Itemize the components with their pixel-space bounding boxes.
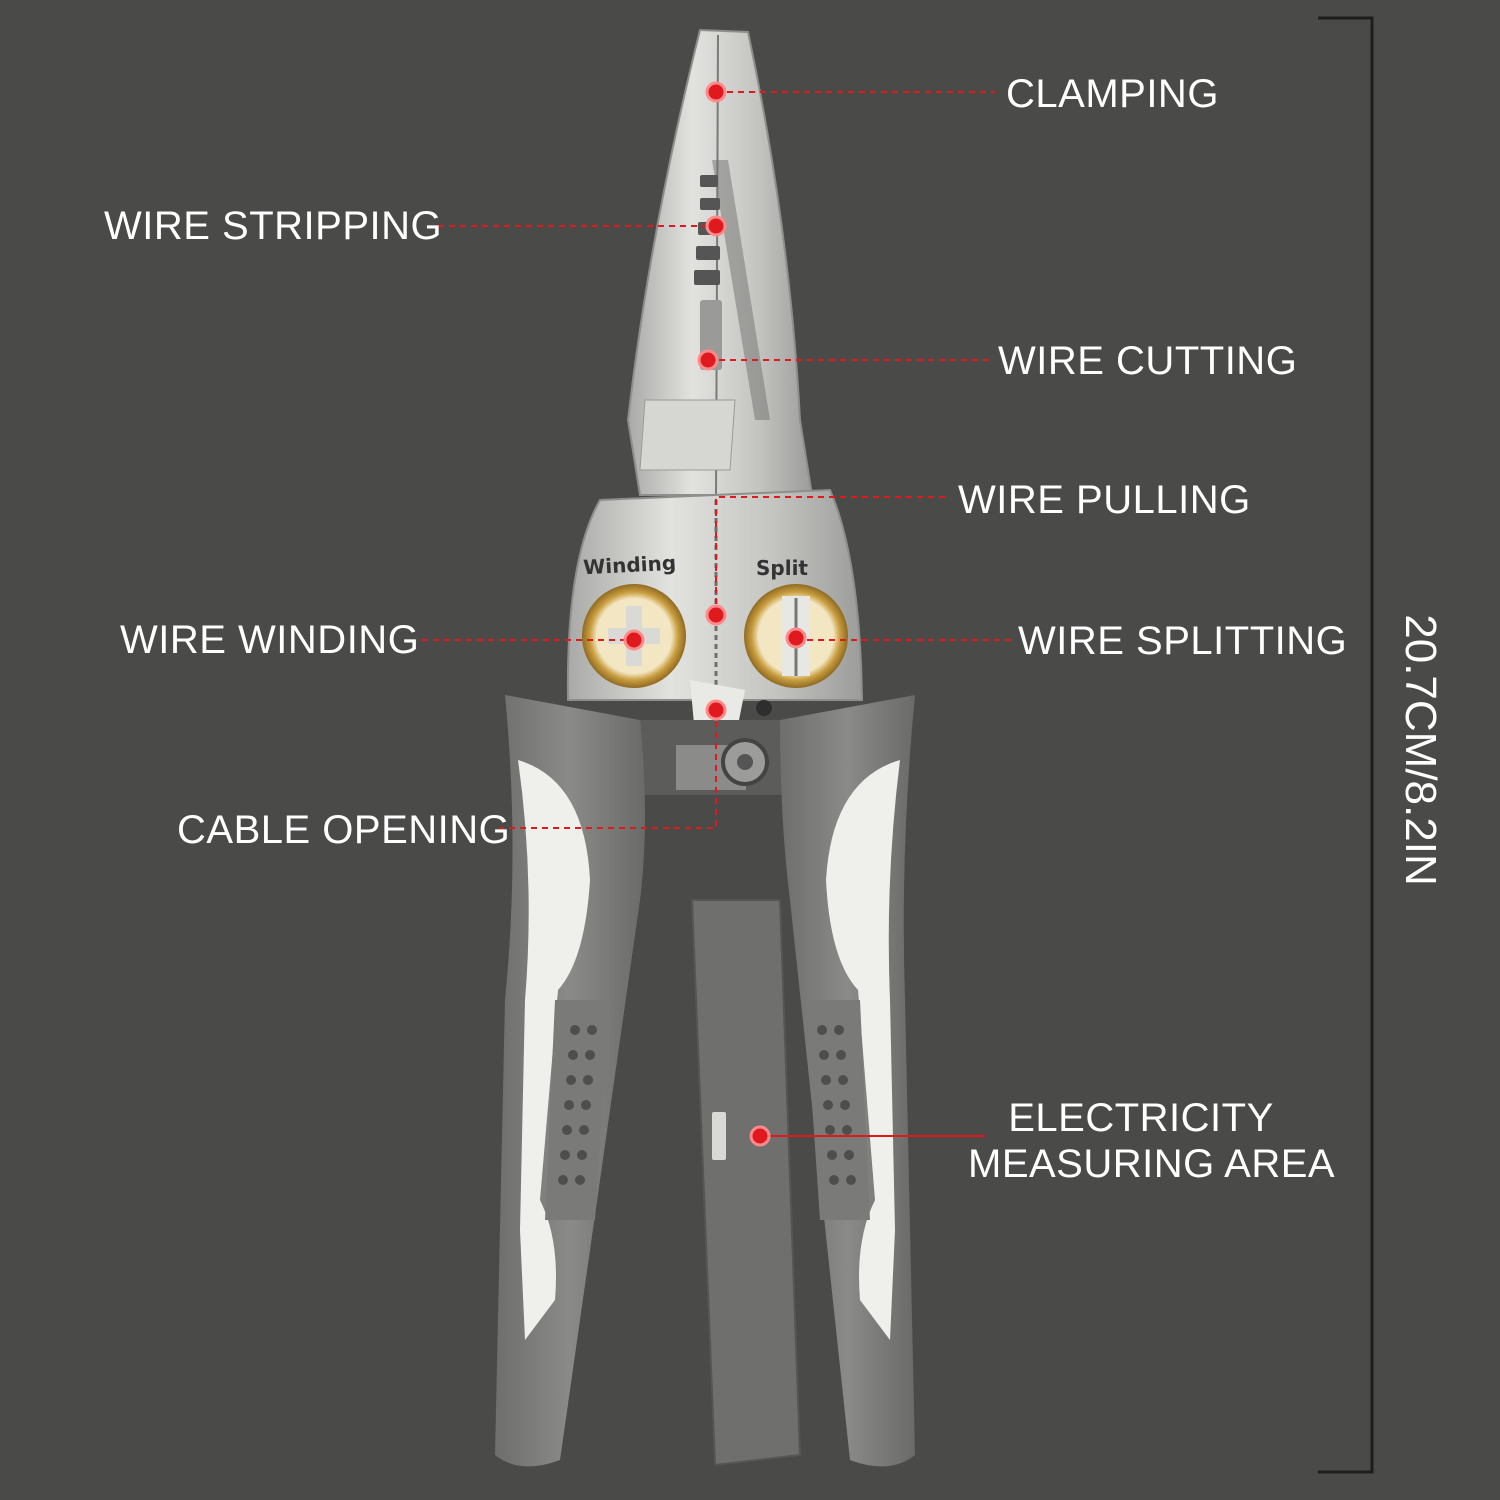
marker-cable-opening xyxy=(705,699,727,721)
grip-texture xyxy=(558,1025,856,1185)
engraving-winding: Winding xyxy=(583,551,677,580)
dimension-length: 20.7CM/8.2IN xyxy=(1396,614,1445,886)
marker-winding xyxy=(623,629,645,651)
engraving-split: Split xyxy=(756,556,808,580)
label-clamping: CLAMPING xyxy=(1006,72,1219,116)
label-electricity-line1: ELECTRICITY xyxy=(1008,1096,1274,1140)
label-wire-stripping: WIRE STRIPPING xyxy=(104,204,443,248)
label-wire-cutting: WIRE CUTTING xyxy=(998,339,1298,383)
marker-clamping xyxy=(705,81,727,103)
label-wire-winding: WIRE WINDING xyxy=(120,618,420,662)
pivot-bolt xyxy=(630,720,805,795)
label-electricity-measuring-area: ELECTRICITY MEASURING AREA xyxy=(968,1095,1336,1187)
label-wire-splitting: WIRE SPLITTING xyxy=(1018,619,1348,663)
callout-markers xyxy=(623,81,807,1147)
voltage-tester xyxy=(690,899,802,1467)
label-wire-pulling: WIRE PULLING xyxy=(958,478,1251,522)
callout-lines xyxy=(422,91,1012,829)
pliers-head xyxy=(566,488,864,740)
dimension-bracket xyxy=(1318,16,1374,1474)
jaw-nose xyxy=(626,28,814,501)
label-electricity-line2: MEASURING AREA xyxy=(968,1142,1336,1186)
left-handle xyxy=(495,695,645,1467)
marker-electricity xyxy=(749,1125,771,1147)
marker-pulling xyxy=(705,604,727,626)
marker-cutting xyxy=(697,349,719,371)
label-cable-opening: CABLE OPENING xyxy=(177,808,511,852)
marker-stripping xyxy=(705,215,727,237)
marker-splitting xyxy=(785,627,807,649)
